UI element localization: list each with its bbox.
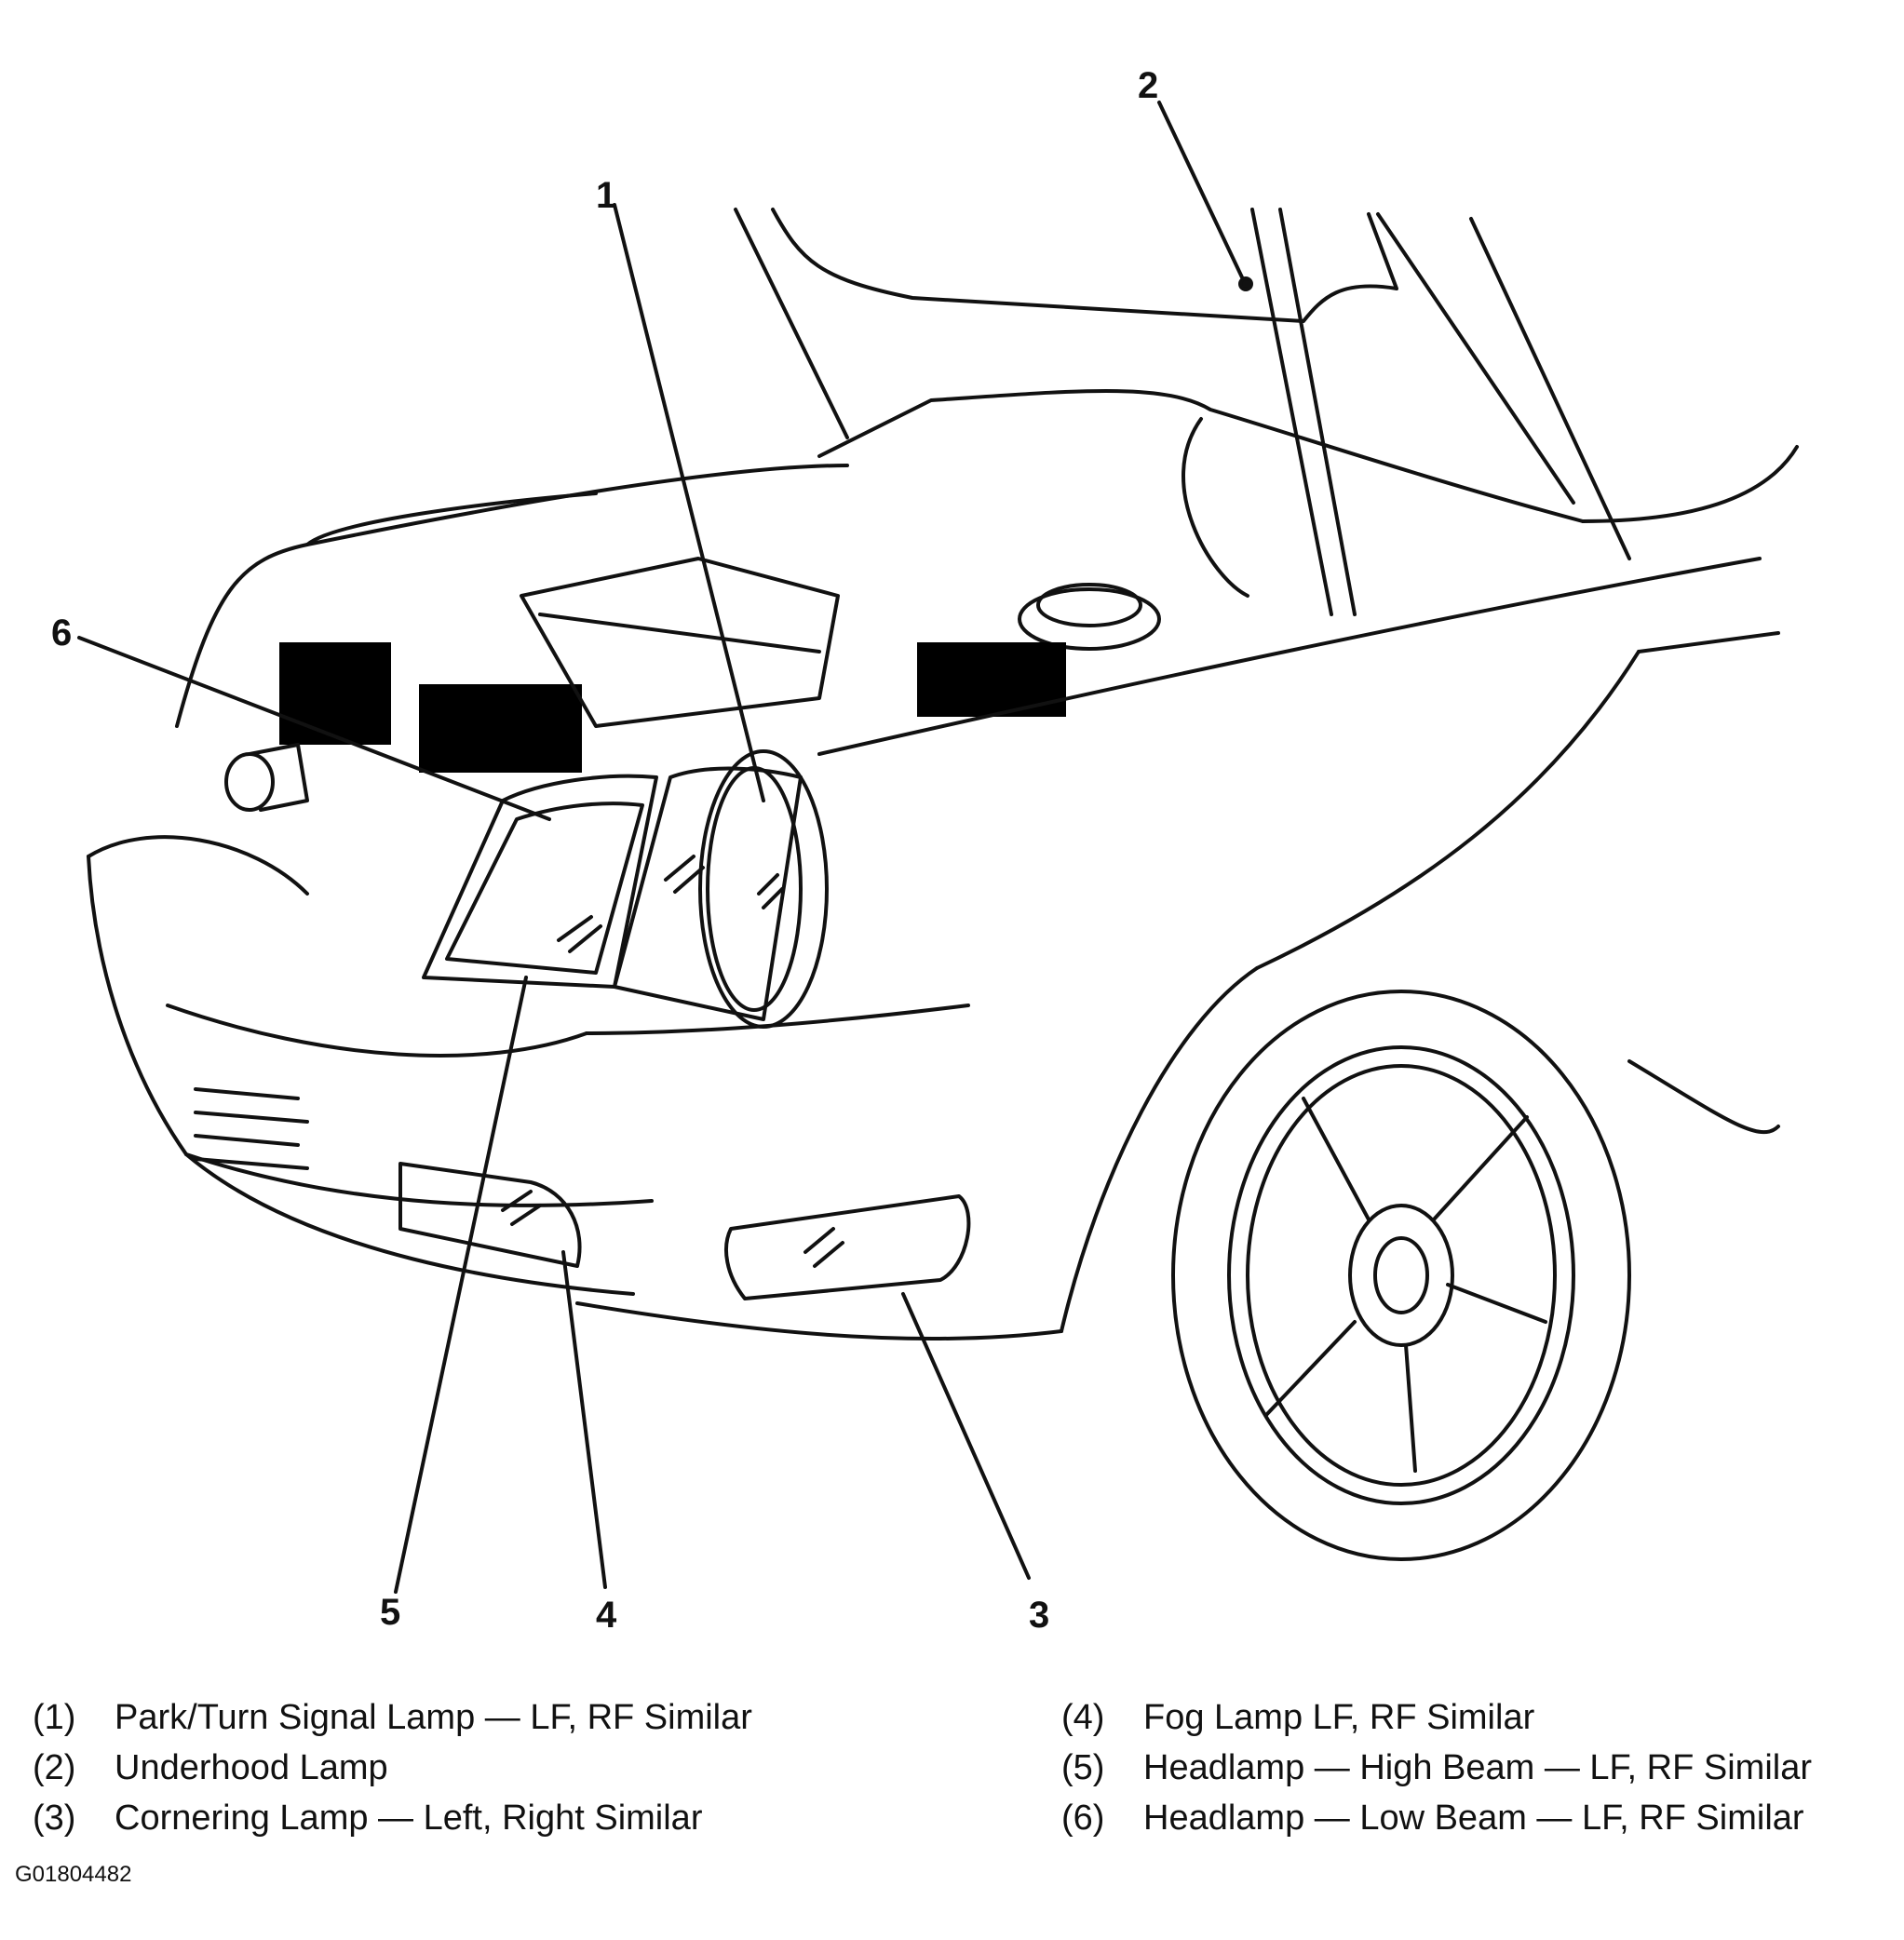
callout-3: 3 bbox=[1029, 1595, 1050, 1636]
legend-index: (5) bbox=[1061, 1748, 1105, 1787]
leader-line-4 bbox=[561, 1250, 607, 1589]
vehicle-line-drawing bbox=[77, 101, 1799, 1594]
hood-strut bbox=[1250, 208, 1357, 616]
raised-hood bbox=[734, 208, 1799, 560]
engine-bay bbox=[175, 389, 1585, 812]
callout-4: 4 bbox=[596, 1595, 617, 1636]
callout-5: 5 bbox=[380, 1592, 401, 1633]
front-wheel bbox=[1171, 990, 1631, 1561]
leader-line-6 bbox=[77, 636, 551, 821]
legend-text: Park/Turn Signal Lamp — LF, RF Similar bbox=[115, 1698, 752, 1737]
legend-item-6: (6) Headlamp — Low Beam — LF, RF Similar bbox=[1061, 1800, 1804, 1836]
legend-item-3: (3) Cornering Lamp — Left, Right Similar bbox=[33, 1800, 702, 1836]
fog-lamp bbox=[398, 1162, 582, 1268]
legend-index: (3) bbox=[33, 1799, 76, 1838]
legend-item-4: (4) Fog Lamp LF, RF Similar bbox=[1061, 1700, 1534, 1735]
legend-text: Fog Lamp LF, RF Similar bbox=[1143, 1698, 1535, 1737]
callout-2: 2 bbox=[1138, 65, 1159, 106]
callout-6: 6 bbox=[51, 613, 73, 653]
callout-1: 1 bbox=[596, 175, 617, 216]
legend-index: (4) bbox=[1061, 1698, 1105, 1737]
leader-line-1 bbox=[613, 203, 765, 802]
leader-lines bbox=[77, 101, 1245, 1594]
legend-index: (2) bbox=[33, 1748, 76, 1787]
leader-line-5 bbox=[394, 976, 528, 1594]
legend-item-2: (2) Underhood Lamp bbox=[33, 1750, 388, 1785]
legend-item-1: (1) Park/Turn Signal Lamp — LF, RF Simila… bbox=[33, 1700, 752, 1735]
legend-text: Headlamp — Low Beam — LF, RF Similar bbox=[1143, 1799, 1804, 1838]
legend-index: (1) bbox=[33, 1698, 76, 1737]
legend-text: Cornering Lamp — Left, Right Similar bbox=[115, 1799, 703, 1838]
legend-text: Headlamp — High Beam — LF, RF Similar bbox=[1143, 1748, 1812, 1787]
cornering-lamp bbox=[724, 1194, 971, 1300]
legend-index: (6) bbox=[1061, 1799, 1105, 1838]
figure-id: G01804482 bbox=[15, 1862, 132, 1887]
legend-text: Underhood Lamp bbox=[115, 1748, 388, 1787]
leader-line-2 bbox=[1157, 101, 1245, 281]
leader-line-3 bbox=[901, 1292, 1031, 1580]
legend-item-5: (5) Headlamp — High Beam — LF, RF Similar bbox=[1061, 1750, 1812, 1785]
vehicle-body bbox=[87, 557, 1780, 1341]
